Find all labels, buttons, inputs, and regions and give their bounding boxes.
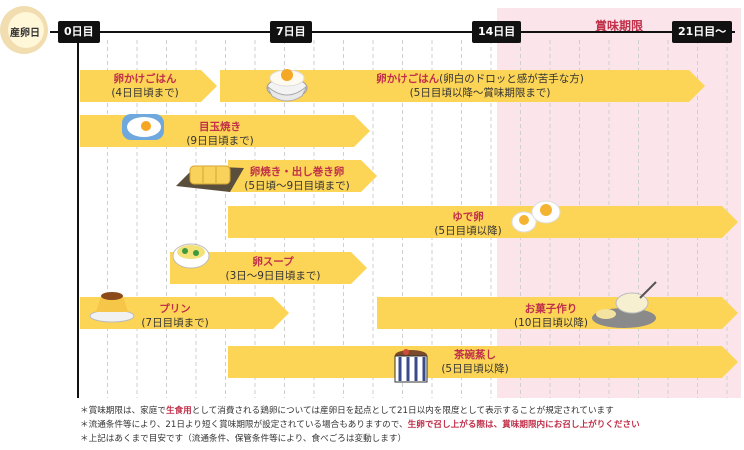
- item-sub: (5日目頃以降): [441, 363, 509, 375]
- item-sub: (9日目頃まで): [186, 135, 254, 147]
- item-omelette: 卵焼き・出し巻き卵 (5日頃〜9日目頃まで): [232, 165, 362, 193]
- expiry-label: 賞味期限: [594, 19, 643, 33]
- arrow-tkg-early: [80, 70, 217, 102]
- item-title: 卵焼き・出し巻き卵: [249, 166, 345, 178]
- item-sub: (5日目頃以降): [434, 225, 502, 237]
- origin-label: 産卵日: [10, 28, 40, 39]
- arrow-tkg-late: [220, 70, 705, 102]
- item-tkg-early: 卵かけごはん (4日目頃まで): [90, 72, 200, 100]
- note-2: ＊流通条件等により、21日より短く賞味期限が設定されている場合もありますので、生…: [80, 418, 640, 432]
- pudding-icon: [89, 292, 135, 323]
- tick-day-14: 14日目: [472, 21, 522, 43]
- item-title: ゆで卵: [452, 211, 484, 223]
- item-title: お菓子作り: [524, 303, 578, 315]
- boiled-egg-icon: [511, 200, 561, 233]
- item-tkg-late: 卵かけごはん(卵白のドロッと感が苦手な方) (5日目頃以降〜賞味期限まで): [330, 72, 630, 100]
- note-1-a: ＊賞味期限は、家庭で: [80, 406, 166, 416]
- item-title-note: (卵白のドロッと感が苦手な方): [439, 73, 584, 85]
- note-2-b: 生卵で召し上がる際は、賞味期限内にお召し上がりください: [407, 420, 640, 430]
- item-sub: (7日目頃まで): [141, 317, 209, 329]
- item-title: 卵かけごはん: [376, 73, 440, 85]
- tick-day-7: 7日目: [270, 21, 312, 43]
- arrow-omelette: [228, 160, 377, 192]
- item-sub: (10日目頃以降): [513, 317, 589, 329]
- item-chawanmushi: 茶碗蒸し (5日目頃以降): [420, 348, 530, 376]
- item-pudding: プリン (7日目頃まで): [130, 302, 220, 330]
- note-1-b: 生食用: [165, 406, 192, 416]
- item-sub: (5日目頃以降〜賞味期限まで): [409, 87, 551, 99]
- fried-egg-icon: [122, 114, 164, 140]
- tick-day-21: 21日目〜: [672, 21, 733, 43]
- origin-disc-inner: [8, 12, 44, 48]
- item-egg-soup: 卵スープ (3日〜9日目頃まで): [208, 255, 338, 283]
- arrow-egg-soup: [170, 252, 367, 284]
- item-title: 卵スープ: [252, 256, 294, 268]
- arrow-boiled-egg: [228, 206, 738, 238]
- arrows: [80, 70, 738, 378]
- item-title: 茶碗蒸し: [454, 349, 496, 361]
- item-title: 卵かけごはん: [113, 73, 177, 85]
- egg-soup-icon: [172, 243, 210, 269]
- footnotes: ＊賞味期限は、家庭で生食用として消費される鶏卵については産卵日を起点として21日…: [80, 404, 640, 446]
- item-sub: (3日〜9日目頃まで): [225, 270, 321, 282]
- chawanmushi-icon: [394, 349, 428, 383]
- baking-icon: [592, 281, 657, 328]
- note-3: ＊上記はあくまで目安です（流通条件、保管条件等により、食べごろは変動します）: [80, 434, 407, 444]
- arrow-pudding: [80, 297, 289, 329]
- tick-day-0: 0日目: [58, 21, 100, 43]
- note-2-a: ＊流通条件等により、21日より短く賞味期限が設定されている場合もありますので、: [80, 420, 408, 430]
- item-fried-egg: 目玉焼き (9日目頃まで): [175, 120, 265, 148]
- note-1-c: として消費される鶏卵については産卵日を起点として21日以内を限度として表示するこ…: [191, 406, 614, 416]
- note-1: ＊賞味期限は、家庭で生食用として消費される鶏卵については産卵日を起点として21日…: [80, 404, 640, 418]
- rolled-omelette-icon: [176, 165, 244, 192]
- item-title: 目玉焼き: [199, 121, 241, 133]
- item-boiled-egg: ゆで卵 (5日目頃以降): [418, 210, 518, 238]
- item-sub: (5日頃〜9日目頃まで): [244, 180, 350, 192]
- item-sub: (4日目頃まで): [111, 87, 179, 99]
- item-baking: お菓子作り (10日目頃以降): [496, 302, 606, 330]
- arrow-chawanmushi: [228, 346, 738, 378]
- item-title: プリン: [159, 303, 191, 315]
- rice-bowl-icon: [266, 69, 308, 102]
